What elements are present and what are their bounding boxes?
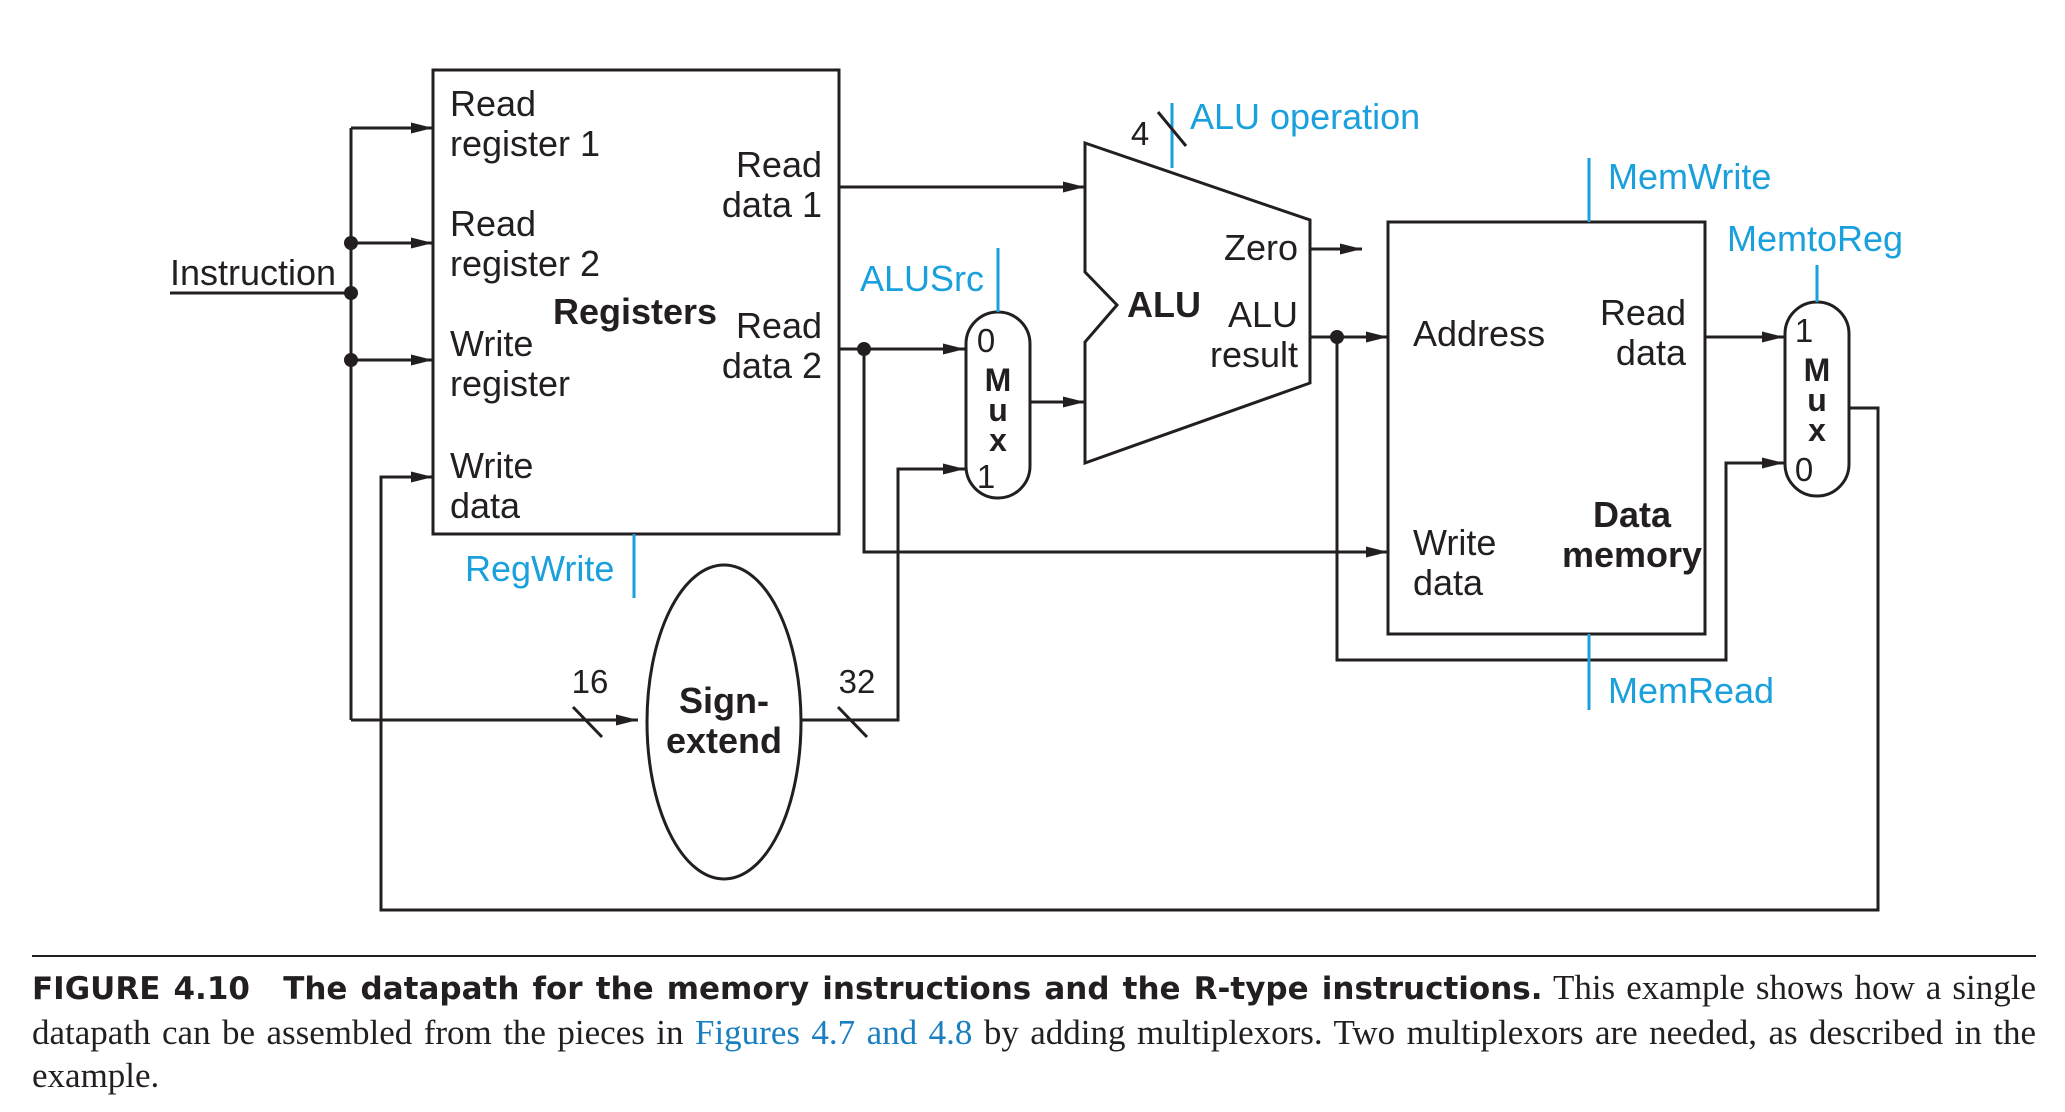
write-register-label-line2: register bbox=[450, 363, 570, 404]
alu-zero-label: Zero bbox=[1224, 227, 1298, 268]
read-data-2-label-line2: data 2 bbox=[722, 345, 822, 386]
mem-to-reg-control: MemtoReg bbox=[1727, 218, 1903, 302]
address-label: Address bbox=[1413, 313, 1545, 354]
sign-extend-label-line1: Sign- bbox=[679, 680, 769, 721]
reg-write-data-label-line1: Write bbox=[450, 445, 533, 486]
mem-read-data-label-line2: data bbox=[1616, 332, 1687, 373]
alu-mux-letter-m: M bbox=[985, 362, 1012, 398]
sign-extend-output-bits: 32 bbox=[839, 663, 876, 700]
read-data-1-label-line1: Read bbox=[736, 144, 822, 185]
read-register-1-label-line2: register 1 bbox=[450, 123, 600, 164]
alu-operation-control: 4 ALU operation bbox=[1131, 96, 1420, 168]
junction-dot bbox=[344, 286, 358, 300]
alu-title: ALU bbox=[1127, 284, 1201, 325]
data-memory-block: Address Write data Read data Data memory bbox=[1386, 220, 1784, 636]
alu-result-wires bbox=[1310, 330, 1784, 662]
reg-write-label: RegWrite bbox=[465, 548, 614, 589]
read-data-1-label-line2: data 1 bbox=[722, 184, 822, 225]
mem-to-reg-label: MemtoReg bbox=[1727, 218, 1903, 259]
alu-mux-input-1: 1 bbox=[977, 458, 995, 495]
write-register-label-line1: Write bbox=[450, 323, 533, 364]
alu-result-label-line1: ALU bbox=[1228, 294, 1298, 335]
figure-number: FIGURE 4.10 bbox=[32, 971, 250, 1007]
reg-write-control: RegWrite bbox=[465, 534, 636, 598]
mem-mux-input-1: 1 bbox=[1795, 312, 1813, 349]
mem-write-control: MemWrite bbox=[1587, 156, 1771, 222]
caption-text-before-link: This example shows how a single datapath… bbox=[32, 968, 2037, 1052]
mem-write-label: MemWrite bbox=[1608, 156, 1771, 197]
alu-result-label-line2: result bbox=[1210, 334, 1298, 375]
mem-read-data-label-line1: Read bbox=[1600, 292, 1686, 333]
alu-operation-bits: 4 bbox=[1131, 115, 1149, 152]
alu-src-control: ALUSrc bbox=[860, 248, 1000, 312]
alu-mux-letter-u: u bbox=[988, 392, 1008, 428]
read-register-2-label-line1: Read bbox=[450, 203, 536, 244]
figure-title: The datapath for the memory instructions… bbox=[283, 971, 1543, 1007]
reg-write-data-label-line2: data bbox=[450, 485, 521, 526]
registers-title: Registers bbox=[553, 291, 717, 332]
mem-mux-letter-u: u bbox=[1807, 382, 1827, 418]
sign-extend-input-bits: 16 bbox=[572, 663, 609, 700]
read-register-1-label-line1: Read bbox=[450, 83, 536, 124]
data-memory-title-line1: Data bbox=[1593, 494, 1672, 535]
mem-mux-input-0: 0 bbox=[1795, 451, 1813, 488]
registers-block: Read register 1 Read register 2 Write re… bbox=[431, 68, 841, 536]
read-register-2-label-line2: register 2 bbox=[450, 243, 600, 284]
read-data-2-wires bbox=[839, 342, 1388, 558]
caption-divider bbox=[32, 955, 2036, 957]
mem-read-label: MemRead bbox=[1608, 670, 1774, 711]
write-back-wire bbox=[379, 406, 1880, 912]
mem-mux-letter-m: M bbox=[1804, 352, 1831, 388]
alu-unit: ALU Zero ALU result bbox=[1083, 140, 1362, 466]
read-data-2-label-line1: Read bbox=[736, 305, 822, 346]
sign-extend-unit: Sign- extend 16 32 bbox=[572, 463, 965, 881]
figure-caption: FIGURE 4.10 The datapath for the memory … bbox=[32, 966, 2036, 1097]
mem-read-control: MemRead bbox=[1587, 634, 1774, 711]
mem-write-data-label-line2: data bbox=[1413, 562, 1484, 603]
alu-mux-input-0: 0 bbox=[977, 322, 995, 359]
sign-extend-label-line2: extend bbox=[666, 720, 782, 761]
data-memory-title-line2: memory bbox=[1562, 534, 1702, 575]
mem-mux-letter-x: x bbox=[1808, 412, 1826, 448]
mem-to-reg-mux: 1 M u x 0 bbox=[1783, 300, 1851, 498]
alu-src-mux: 0 M u x 1 bbox=[964, 310, 1085, 500]
alu-src-label: ALUSrc bbox=[860, 258, 984, 299]
alu-mux-letter-x: x bbox=[989, 422, 1007, 458]
junction-dot bbox=[344, 236, 358, 250]
instruction-wires: Instruction bbox=[170, 122, 638, 726]
figures-link[interactable]: Figures 4.7 and 4.8 bbox=[694, 1013, 973, 1052]
mem-write-data-label-line1: Write bbox=[1413, 522, 1496, 563]
junction-dot bbox=[344, 353, 358, 367]
alu-operation-label: ALU operation bbox=[1190, 96, 1420, 137]
caption-text-after-link: by adding multiplexors. Two multiplexors… bbox=[32, 1013, 2037, 1095]
instruction-label: Instruction bbox=[170, 252, 336, 293]
